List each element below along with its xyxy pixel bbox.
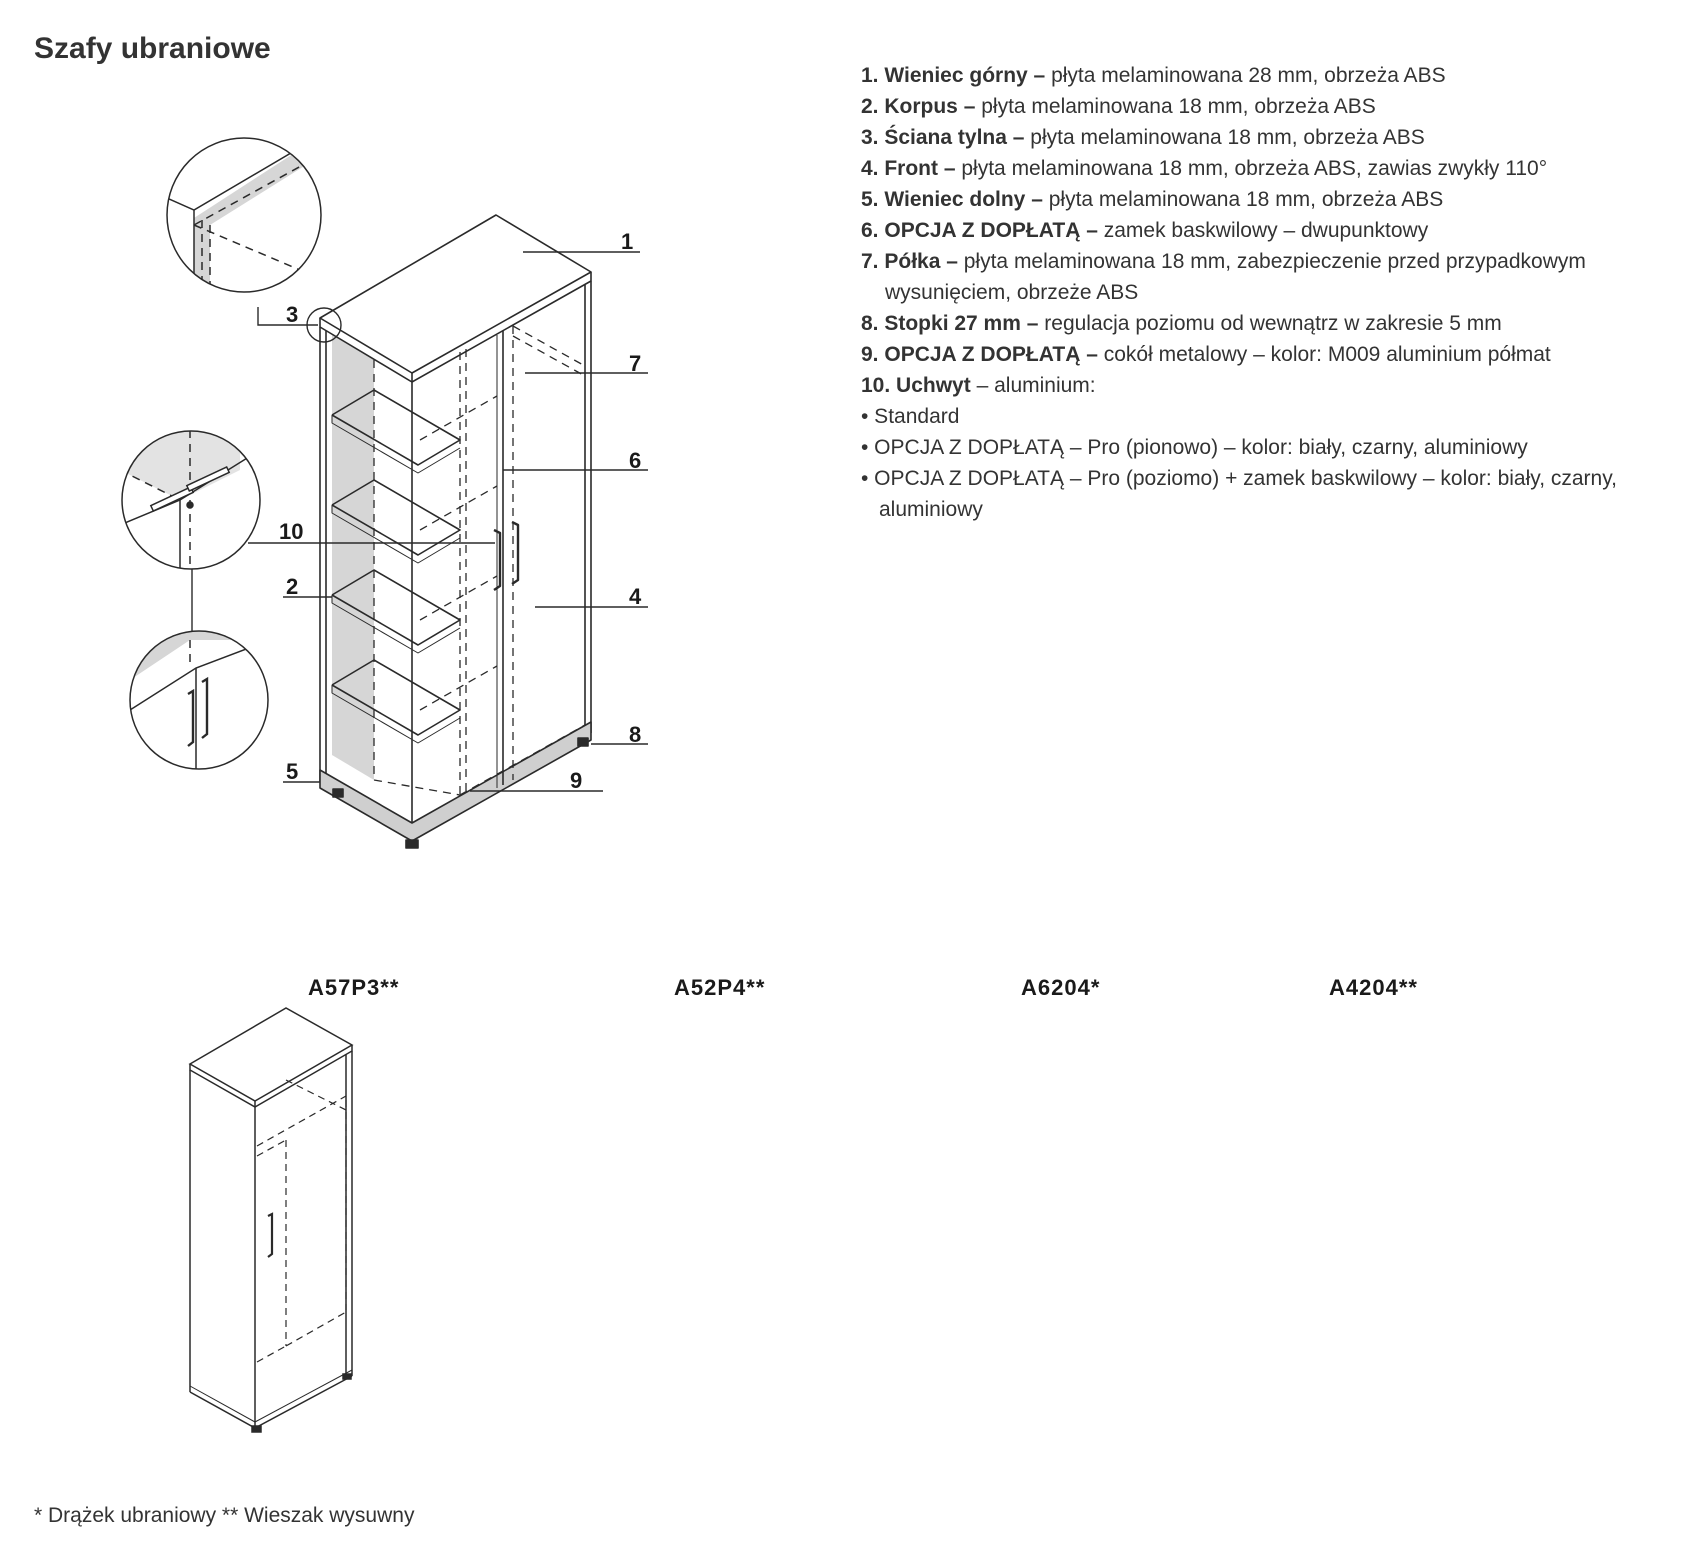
spec-desc: zamek baskwilowy – dwupunktowy — [1103, 219, 1429, 242]
spec-num: 4. — [861, 157, 879, 180]
detail-handle — [129, 630, 269, 770]
spec-name: Wieniec górny — [884, 64, 1028, 87]
spec-desc: płyta melaminowana 18 mm, obrzeża ABS, z… — [961, 157, 1548, 180]
callout-6: 6 — [629, 448, 641, 473]
spec-item: 6. OPCJA Z DOPŁATĄ – zamek baskwilowy – … — [861, 215, 1681, 246]
spec-name: Ściana tylna — [884, 126, 1007, 149]
spec-desc: aluminium: — [994, 374, 1096, 397]
spec-desc: płyta melaminowana 18 mm, zabezpieczenie… — [963, 250, 1586, 273]
spec-sep: – — [1027, 64, 1052, 87]
spec-list: 1. Wieniec górny – płyta melaminowana 28… — [861, 60, 1681, 525]
spec-num: 9. — [861, 343, 879, 366]
spec-item: 3. Ściana tylna – płyta melaminowana 18 … — [861, 122, 1681, 153]
spec-desc: cokół metalowy – kolor: M009 aluminium p… — [1103, 343, 1551, 366]
callout-8: 8 — [629, 722, 641, 747]
detail-lock — [121, 430, 261, 570]
spec-sep: – — [1080, 343, 1104, 366]
spec-desc: regulacja poziomu od wewnątrz w zakresie… — [1044, 312, 1502, 335]
callout-7: 7 — [629, 351, 641, 376]
callout-1: 1 — [621, 229, 633, 254]
spec-name: OPCJA Z DOPŁATĄ — [884, 343, 1081, 366]
detail-marker-circle — [306, 307, 342, 343]
spec-sep: – — [970, 374, 995, 397]
spec-desc: płyta melaminowana 28 mm, obrzeża ABS — [1051, 64, 1446, 87]
top-panel — [319, 214, 592, 374]
callout-2: 2 — [286, 574, 298, 599]
spec-sep: – — [1020, 312, 1045, 335]
spec-item: 7. Półka – płyta melaminowana 18 mm, zab… — [861, 246, 1681, 277]
main-wardrobe-drawing — [319, 214, 592, 849]
spec-sep: – — [1006, 126, 1031, 149]
callout-10: 10 — [279, 519, 303, 544]
spec-sep: – — [1080, 219, 1104, 242]
spec-name: Stopki 27 mm — [884, 312, 1021, 335]
spec-name: Wieniec dolny — [884, 188, 1026, 211]
spec-name: Korpus — [884, 95, 958, 118]
spec-sep: – — [938, 157, 962, 180]
spec-item: 10. Uchwyt – aluminium: — [861, 370, 1681, 401]
spec-num: 6. — [861, 219, 879, 242]
spec-num: 2. — [861, 95, 879, 118]
spec-sep: – — [957, 95, 982, 118]
model-label-a52p4: A52P4** — [674, 975, 766, 1000]
spec-num: 7. — [861, 250, 879, 273]
handle-option-continuation: aluminiowy — [879, 498, 983, 521]
handle-option: • OPCJA Z DOPŁATĄ – Pro (pionowo) – kolo… — [861, 436, 1528, 459]
spec-num: 1. — [861, 64, 879, 87]
spec-item: 4. Front – płyta melaminowana 18 mm, obr… — [861, 153, 1681, 184]
spec-desc: płyta melaminowana 18 mm, obrzeża ABS — [1048, 188, 1444, 211]
callout-3: 3 — [286, 302, 298, 327]
spec-name: Półka — [884, 250, 941, 273]
foot — [332, 788, 344, 798]
callout-5: 5 — [286, 759, 298, 784]
spec-sep: – — [1025, 188, 1049, 211]
leader-lines — [248, 251, 648, 792]
spec-num: 3. — [861, 126, 879, 149]
spec-num: 8. — [861, 312, 879, 335]
model-label-a57p3: A57P3** — [308, 975, 400, 1000]
spec-desc: płyta melaminowana 18 mm, obrzeża ABS — [1030, 126, 1425, 149]
hidden-edges — [373, 325, 586, 796]
spec-name: Front — [884, 157, 939, 180]
spec-sep: – — [940, 250, 964, 273]
spec-item: 8. Stopki 27 mm – regulacja poziomu od w… — [861, 308, 1681, 339]
spec-num: 10. — [861, 374, 891, 397]
callout-numbers: 1 2 3 4 5 6 7 8 9 10 — [279, 229, 642, 793]
model-label-a6204: A6204* — [1021, 975, 1101, 1000]
callout-9: 9 — [570, 768, 582, 793]
plinth — [319, 721, 592, 842]
spec-item: 5. Wieniec dolny – płyta melaminowana 18… — [861, 184, 1681, 215]
handle-option: • Standard — [861, 405, 960, 428]
spec-item: 2. Korpus – płyta melaminowana 18 mm, ob… — [861, 91, 1681, 122]
detail-back-wall-joint — [166, 137, 322, 293]
foot — [577, 737, 589, 747]
spec-item: 1. Wieniec górny – płyta melaminowana 28… — [861, 60, 1681, 91]
spec-name: OPCJA Z DOPŁATĄ — [884, 219, 1081, 242]
spec-name: Uchwyt — [896, 374, 971, 397]
spec-desc: płyta melaminowana 18 mm, obrzeża ABS — [981, 95, 1376, 118]
model-label-a4204: A4204** — [1329, 975, 1418, 1000]
wardrobe-a57p3 — [188, 1007, 354, 1433]
spec-num: 5. — [861, 188, 879, 211]
callout-4: 4 — [629, 584, 642, 609]
handle-option: • OPCJA Z DOPŁATĄ – Pro (poziomo) + zame… — [861, 467, 1618, 490]
footnote: * Drążek ubraniowy ** Wieszak wysuwny — [34, 1504, 415, 1527]
spec-item-continuation: wysunięciem, obrzeże ABS — [885, 281, 1139, 304]
spec-item: 9. OPCJA Z DOPŁATĄ – cokół metalowy – ko… — [861, 339, 1681, 370]
side-wall-shading — [332, 335, 374, 780]
door-handles — [493, 520, 520, 591]
foot — [405, 839, 419, 849]
page-title: Szafy ubraniowe — [34, 32, 271, 65]
